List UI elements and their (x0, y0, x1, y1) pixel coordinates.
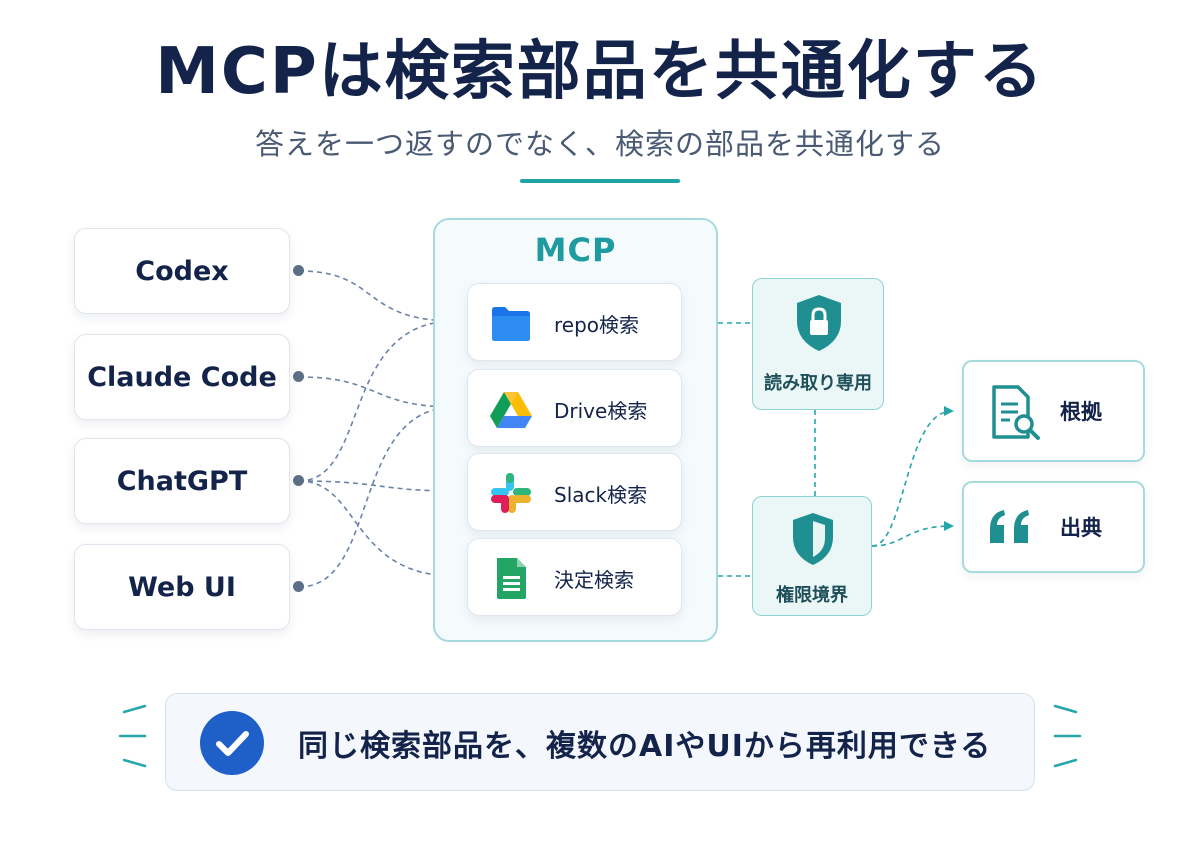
output-evidence: 根拠 (962, 360, 1145, 462)
tool-drive-search: Drive検索 (467, 369, 682, 447)
client-web-ui: Web UI (74, 544, 290, 630)
document-search-icon (992, 385, 1040, 440)
check-circle-icon (200, 711, 264, 775)
lock-shield-icon (797, 295, 841, 351)
banner-text: 同じ検索部品を、複数のAIやUIから再利用できる (298, 729, 992, 764)
quote-icon (990, 510, 1029, 543)
tool-decision-search: 決定検索 (467, 538, 682, 616)
client-codex: Codex (74, 228, 290, 314)
gate-label: 権限境界 (776, 585, 848, 606)
gate-readonly: 読み取り専用 (752, 278, 884, 410)
tool-label: repo検索 (554, 312, 640, 337)
folder-icon (492, 307, 530, 341)
title-underline (520, 179, 680, 183)
gate-label: 読み取り専用 (764, 373, 872, 394)
connector-claude-drive (298, 376, 457, 412)
output-source: 出典 (962, 481, 1145, 573)
tool-label: Drive検索 (554, 398, 648, 423)
tool-label: Slack検索 (554, 482, 648, 507)
client-label: Codex (135, 255, 229, 287)
connector-dot (293, 371, 304, 382)
tool-label: 決定検索 (554, 567, 634, 592)
mcp-title: MCP (534, 231, 617, 269)
google-sheets-icon (497, 558, 526, 599)
google-drive-icon (490, 392, 532, 428)
banner-accent-marks (118, 704, 1082, 768)
connector-dot (293, 475, 304, 486)
client-chatgpt: ChatGPT (74, 438, 290, 524)
shield-icon (793, 513, 833, 565)
output-label: 出典 (1060, 516, 1102, 540)
connector-boundary-evidence (871, 406, 954, 547)
tool-repo-search: repo検索 (467, 283, 682, 361)
connector-dot (293, 581, 304, 592)
connector-chatgpt-repo (298, 320, 456, 482)
connector-boundary-source (871, 521, 954, 547)
client-label: Web UI (128, 571, 236, 603)
connector-webui-drive (298, 406, 456, 588)
output-label: 根拠 (1060, 400, 1102, 424)
slack-icon (491, 473, 531, 513)
connector-chatgpt-slack (298, 480, 457, 496)
connector-chatgpt-decision (298, 480, 457, 581)
client-label: ChatGPT (116, 465, 248, 497)
client-label: Claude Code (87, 361, 277, 393)
tool-slack-search: Slack検索 (467, 453, 682, 531)
connector-codex-repo (298, 270, 457, 326)
client-claude-code: Claude Code (74, 334, 290, 420)
page-subtitle: 答えを一つ返すのでなく、検索の部品を共通化する (254, 127, 945, 161)
page-title: MCPは検索部品を共通化する (155, 35, 1045, 109)
summary-banner: 同じ検索部品を、複数のAIやUIから再利用できる (165, 693, 1035, 791)
gate-boundary: 権限境界 (752, 496, 872, 616)
connector-dot (293, 265, 304, 276)
